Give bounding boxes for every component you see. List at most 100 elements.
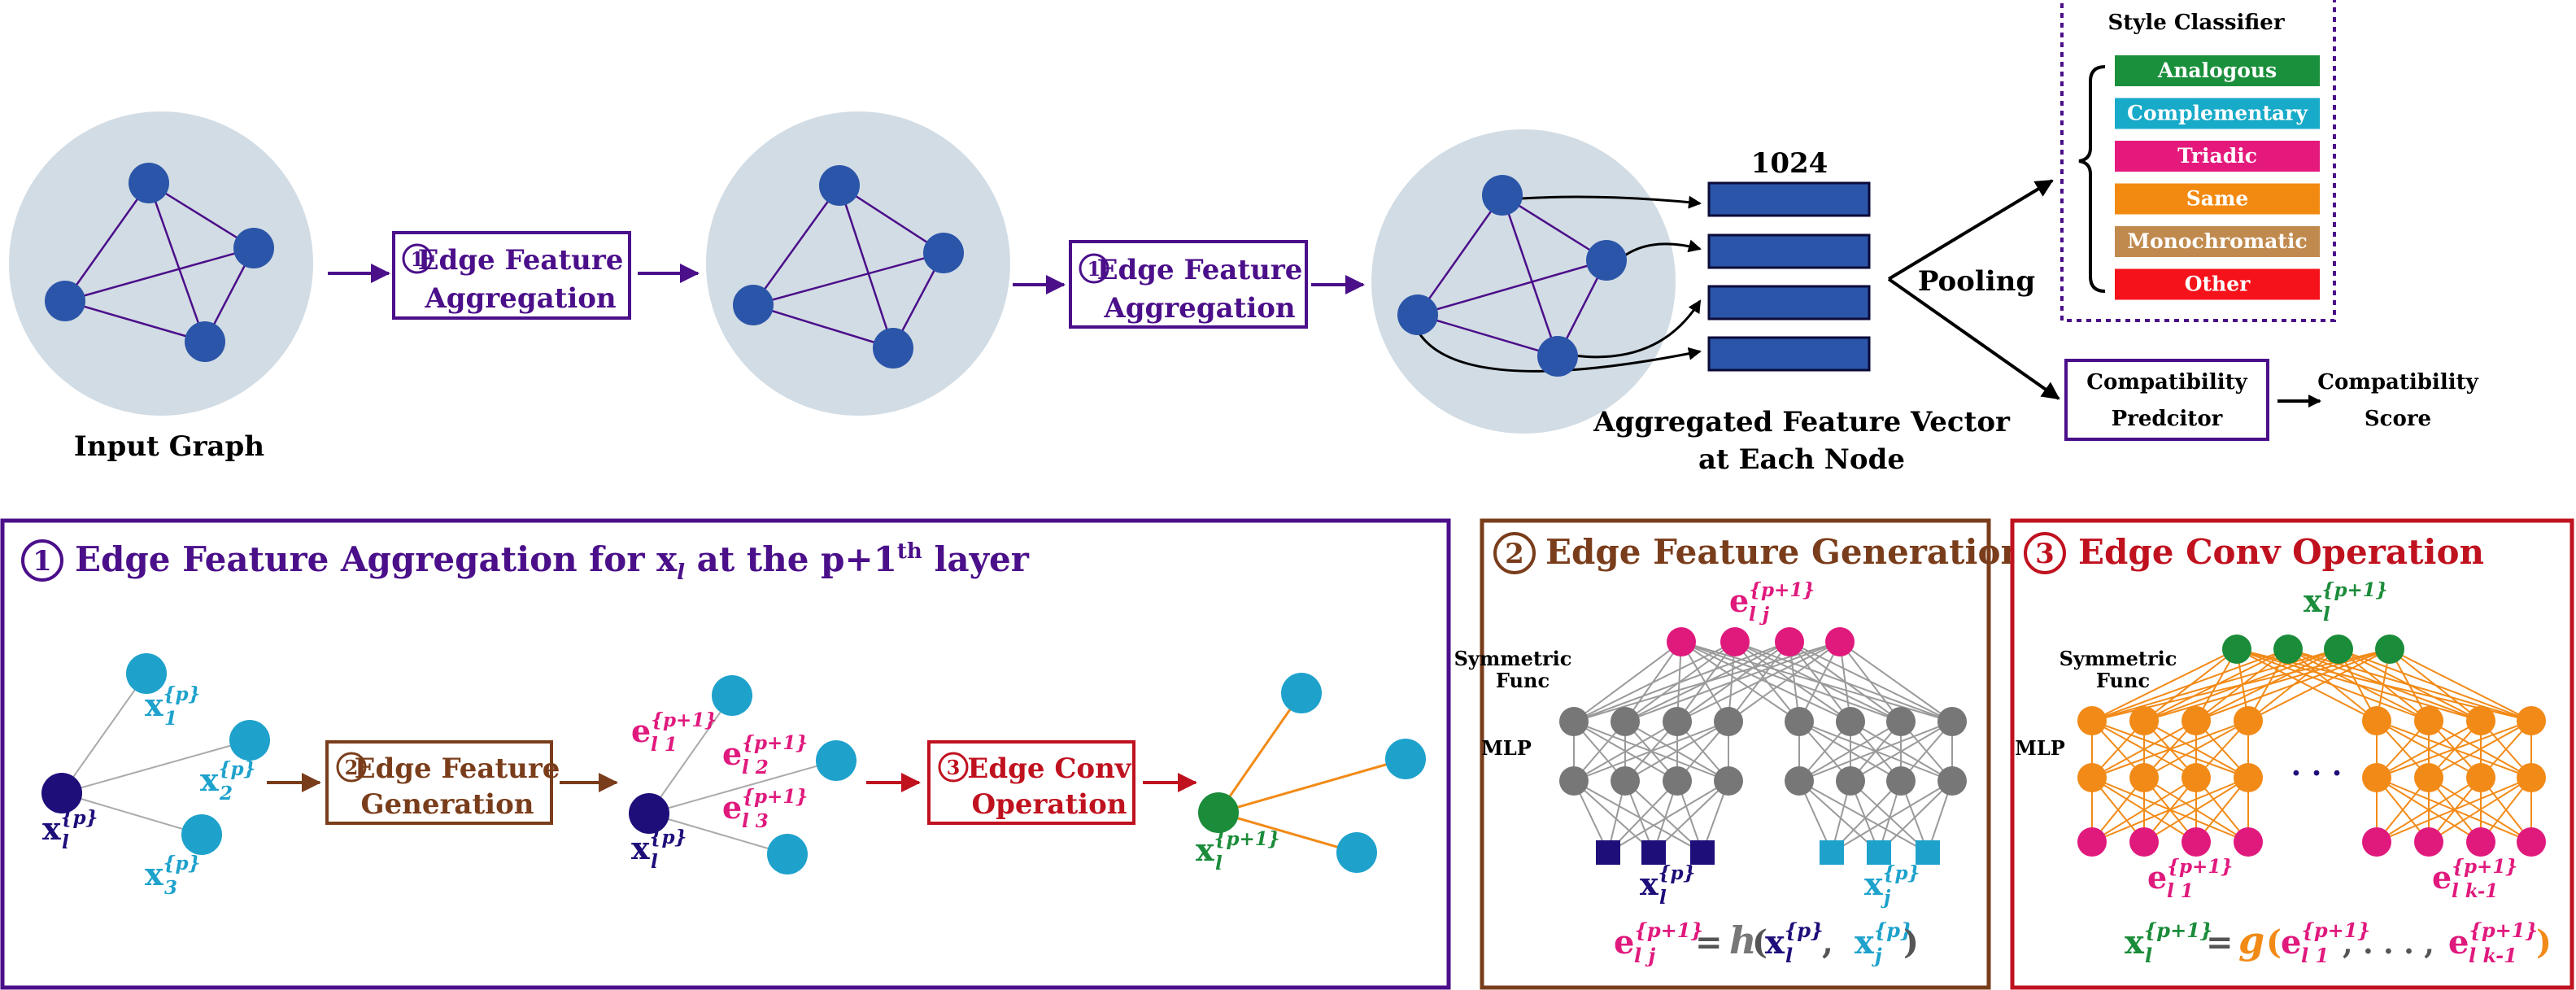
- eq-lhs: x{p+1}: [2125, 918, 2212, 962]
- svg-text:1: 1: [411, 247, 425, 271]
- style-classifier: Style Classifier AnalogousComplementaryT…: [2060, 0, 2336, 322]
- eq-close-paren: ): [2536, 923, 2552, 962]
- x-l-p-label: x{p}: [631, 826, 686, 866]
- hidden-node: [1886, 766, 1916, 796]
- e-l3-label: e{p+1}: [722, 786, 808, 826]
- compatibility-predictor: Compatibility Predcitor: [2064, 359, 2269, 441]
- x-l-p-label-subscript: l: [651, 851, 658, 873]
- svg-text:Func: Func: [2096, 669, 2150, 692]
- x-l-p1-label: x{p+1}: [2304, 579, 2388, 619]
- svg-text:1: 1: [1087, 257, 1101, 281]
- output-graph: [1371, 129, 1702, 434]
- svg-text:3: 3: [947, 756, 961, 779]
- hidden-node: [2414, 763, 2443, 792]
- hidden-node: [1559, 707, 1589, 736]
- style-class-label: Other: [2185, 273, 2251, 296]
- neighbor-node: [126, 653, 167, 694]
- output-node: [1720, 627, 1750, 656]
- input-node: [2466, 827, 2495, 857]
- x-3-p-label-subscript: 3: [164, 877, 177, 899]
- panel-edge-feature-generation: 2 Edge Feature Generation Symmetric Func…: [1454, 518, 2025, 990]
- output-node: [2222, 635, 2251, 664]
- style-class-bar: [2115, 226, 2320, 257]
- input-node: [2414, 827, 2443, 857]
- hidden-node: [1611, 707, 1640, 736]
- eq-function: h: [1729, 918, 1756, 962]
- edge-conv-operation-box: 3 Edge Conv Operation: [927, 740, 1135, 825]
- hidden-node: [1785, 707, 1814, 736]
- e-l2-label-subscript: l 2: [742, 757, 769, 778]
- e-l3-label-subscript: l 3: [742, 810, 769, 832]
- graph-node: [233, 228, 274, 268]
- hidden-node: [2182, 706, 2211, 735]
- step-number-badge: [1079, 253, 1109, 284]
- feature-vector: [1707, 181, 1871, 217]
- hidden-node: [2077, 706, 2107, 735]
- eq-arg2-subscript: l k-1: [2469, 944, 2517, 967]
- eq-open-paren: (: [1752, 923, 1767, 962]
- feature-vectors: [1707, 181, 1871, 372]
- e-l1-label: e{p+1}: [631, 709, 717, 749]
- hidden-node: [2362, 706, 2391, 735]
- hidden-node: [2077, 763, 2107, 792]
- compatibility-score-label-line2: Score: [2365, 407, 2431, 431]
- output-node: [1775, 627, 1804, 656]
- x-l-p-label-subscript: l: [62, 831, 69, 853]
- hidden-node: [1559, 766, 1589, 796]
- style-class-bar: [2115, 141, 2320, 172]
- graph-background: [9, 111, 313, 416]
- input-node: [2362, 827, 2391, 857]
- eq-lhs-subscript: l: [2145, 944, 2152, 967]
- eq-lhs: e{p+1}: [1614, 918, 1703, 962]
- eq-arg1-subscript: l: [1785, 944, 1793, 967]
- center-node: [41, 773, 82, 813]
- eq-arg1: e{p+1}: [2281, 918, 2370, 962]
- edge-feature-aggregation-box-2: 1 Edge Feature Aggregation: [1069, 240, 1308, 329]
- graph-node: [1586, 240, 1627, 281]
- graph-node: [873, 328, 913, 369]
- svg-text:MLP: MLP: [1481, 736, 1532, 760]
- hidden-node: [2234, 706, 2263, 735]
- x-l-p-label: x{p}: [1640, 862, 1695, 902]
- panel-title: Edge Feature Generation: [1545, 532, 2025, 572]
- panel-number-badge: [21, 539, 63, 582]
- style-class-bar: [2115, 55, 2320, 86]
- eq-open-paren: (: [2266, 923, 2282, 962]
- graph-background: [1371, 129, 1676, 434]
- eq-equals: =: [1695, 923, 1723, 962]
- center-node: [629, 793, 669, 834]
- feature-vector: [1707, 285, 1871, 321]
- graph-node: [129, 163, 169, 203]
- step-number-badge: [402, 243, 433, 274]
- hidden-node: [1836, 766, 1865, 796]
- input-node: [1820, 840, 1844, 865]
- neighbor-node: [1336, 832, 1377, 873]
- eq-ellipsis: , . . . ,: [2343, 927, 2434, 961]
- panel-number-badge: [1493, 532, 1536, 574]
- hidden-node: [1714, 707, 1743, 736]
- e-l1-label-subscript: l 1: [651, 734, 678, 756]
- brace: [2078, 65, 2106, 293]
- x-1-p-label: x{p}: [145, 683, 200, 723]
- output-node: [2324, 635, 2353, 664]
- svg-text:Compatibility: Compatibility: [2086, 370, 2247, 395]
- output-node: [1667, 627, 1696, 656]
- svg-text:Edge Feature: Edge Feature: [355, 752, 560, 785]
- eq-equals: =: [2206, 923, 2234, 962]
- edge-feature-generation-box: 2 Edge Feature Generation: [325, 740, 560, 825]
- aggregated-feature-label: Aggregated Feature Vector: [1593, 406, 2011, 438]
- neighbor-node: [1385, 739, 1426, 779]
- updated-center-node: [1198, 792, 1239, 833]
- x-l-p-label-subscript: l: [1659, 887, 1667, 909]
- output-node: [1825, 627, 1855, 656]
- e-lj-label-subscript: l j: [1749, 604, 1770, 626]
- svg-text:2: 2: [1505, 538, 1524, 570]
- compatibility-score-label: Compatibility: [2317, 370, 2478, 395]
- x-3-p-label: x{p}: [145, 853, 200, 892]
- eq-function: g: [2238, 918, 2264, 962]
- eq-lhs-subscript: l j: [1634, 944, 1655, 967]
- x-l-p1-label-subscript: l: [1215, 853, 1223, 874]
- svg-text:Symmetric: Symmetric: [2059, 647, 2177, 670]
- hidden-node: [2129, 763, 2159, 792]
